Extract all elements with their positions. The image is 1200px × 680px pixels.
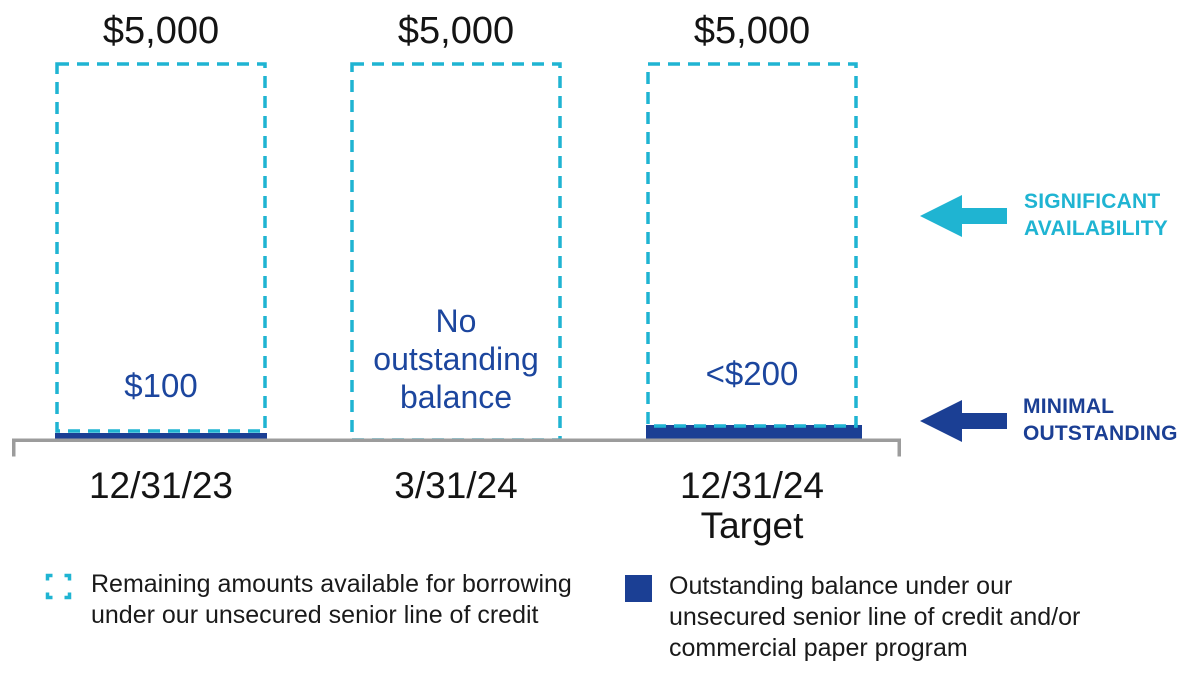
available-box-1 bbox=[55, 62, 267, 433]
legend-line: unsecured senior line of credit and/or bbox=[669, 603, 1081, 631]
legend-text-outstanding: Outstanding balance under our unsecured … bbox=[669, 571, 1080, 664]
x-axis-label-1: 12/31/23 bbox=[55, 466, 267, 506]
capacity-label-2: $5,000 bbox=[397, 10, 515, 52]
x-axis-line bbox=[12, 438, 901, 442]
available-box-3 bbox=[646, 62, 858, 428]
annotation-line: OUTSTANDING bbox=[1023, 422, 1178, 445]
value-line: No bbox=[435, 303, 477, 339]
date-line: Target bbox=[700, 505, 804, 546]
solid-swatch-rect bbox=[625, 575, 652, 602]
minimal-outstanding-arrow-icon bbox=[920, 400, 1007, 442]
dashed-swatch-rect bbox=[45, 573, 72, 600]
date-line: 3/31/24 bbox=[394, 465, 518, 506]
annotation-line: MINIMAL bbox=[1023, 395, 1115, 418]
legend-line: Remaining amounts available for borrowin… bbox=[91, 570, 572, 598]
x-axis-label-2: 3/31/24 bbox=[350, 466, 562, 506]
value-line: balance bbox=[399, 379, 513, 415]
outstanding-bar-3 bbox=[646, 425, 862, 442]
significant-availability-label: SIGNIFICANT AVAILABILITY bbox=[1024, 188, 1168, 242]
x-axis-tick-right bbox=[897, 438, 901, 457]
value-line: outstanding bbox=[373, 341, 539, 377]
significant-availability-arrow-icon bbox=[920, 195, 1007, 237]
legend-item-outstanding: Outstanding balance under our unsecured … bbox=[625, 571, 1080, 664]
date-line: 12/31/24 bbox=[679, 465, 825, 506]
capacity-label-1: $5,000 bbox=[102, 10, 220, 52]
legend-line: commercial paper program bbox=[669, 634, 968, 662]
outstanding-swatch-icon bbox=[625, 575, 652, 602]
available-swatch-icon bbox=[45, 573, 72, 600]
annotation-line: AVAILABILITY bbox=[1024, 217, 1168, 240]
value-label-2: No outstanding balance bbox=[350, 302, 562, 416]
outstanding-bar-1 bbox=[55, 433, 267, 442]
legend-line: Outstanding balance under our bbox=[669, 572, 1013, 600]
legend-item-available: Remaining amounts available for borrowin… bbox=[45, 569, 572, 631]
date-line: 12/31/23 bbox=[88, 465, 234, 506]
value-line: $100 bbox=[124, 367, 198, 404]
minimal-outstanding-label: MINIMAL OUTSTANDING bbox=[1023, 393, 1178, 447]
value-label-1: $100 bbox=[55, 367, 267, 405]
capacity-label-3: $5,000 bbox=[693, 10, 811, 52]
annotation-line: SIGNIFICANT bbox=[1024, 190, 1161, 213]
legend-line: under our unsecured senior line of credi… bbox=[91, 601, 539, 629]
x-axis-tick-left bbox=[12, 438, 16, 457]
value-label-3: <$200 bbox=[646, 355, 858, 393]
x-axis-label-3: 12/31/24 Target bbox=[646, 466, 858, 546]
value-line: <$200 bbox=[705, 355, 799, 392]
legend-text-available: Remaining amounts available for borrowin… bbox=[91, 569, 572, 631]
